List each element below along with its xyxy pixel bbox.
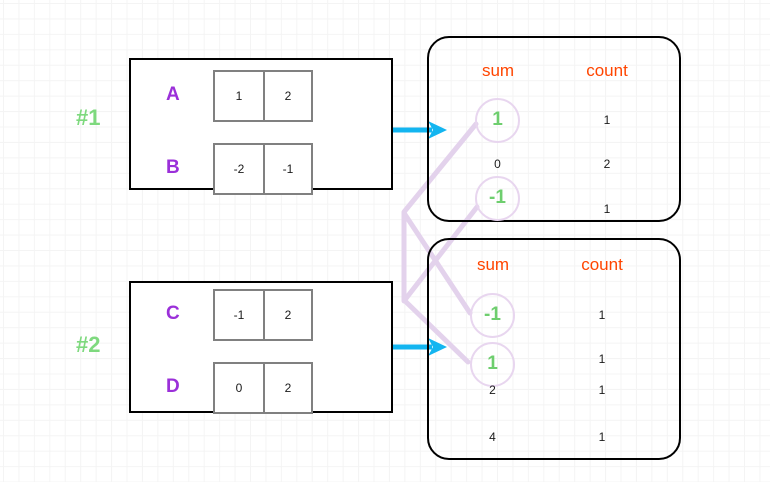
row-letter-a: A [166, 84, 180, 105]
cell-a-0: 1 [235, 89, 243, 103]
group-label-2: #2 [76, 332, 101, 357]
aggregate-box-top [427, 36, 681, 222]
agg-bottom-count-1: 1 [598, 352, 606, 366]
agg-top-sum-2: -1 [489, 187, 506, 208]
cell-a-1: 2 [263, 72, 311, 120]
cell-b-0: -2 [233, 162, 245, 176]
agg-top-sum-0: 1 [492, 109, 503, 130]
row-letter-d: D [166, 376, 180, 397]
row-cells-c: -1 2 [213, 289, 313, 341]
agg-bottom-count-2: 1 [598, 383, 606, 397]
agg-top-count-1: 2 [603, 157, 611, 171]
agg-top-count-2: 1 [603, 202, 611, 216]
agg-top-header-sum: sum [481, 61, 515, 80]
agg-bottom-header-sum: sum [476, 255, 510, 274]
cell-d-0: 0 [235, 381, 243, 395]
row-letter-b: B [166, 157, 180, 178]
agg-top-sum-ring-0 [475, 98, 520, 143]
agg-bottom-sum-2: 2 [489, 383, 496, 397]
cell-c-1: 2 [263, 291, 311, 339]
agg-top-header-count: count [586, 61, 628, 80]
row-cells-d: 0 2 [213, 362, 313, 414]
agg-bottom-sum-ring-0 [470, 293, 515, 338]
agg-top-sum-1: 0 [494, 157, 501, 171]
cell-d-1: 2 [263, 364, 311, 412]
agg-top-count-0: 1 [603, 113, 611, 127]
row-letter-c: C [166, 303, 180, 324]
group-label-1: #1 [76, 105, 101, 130]
agg-bottom-sum-3: 4 [489, 430, 496, 444]
agg-bottom-count-3: 1 [598, 430, 606, 444]
agg-bottom-sum-ring-1 [470, 342, 515, 387]
aggregate-box-bottom [427, 238, 681, 460]
agg-bottom-sum-1: 1 [487, 353, 498, 374]
agg-bottom-count-0: 1 [598, 308, 606, 322]
cell-c-0: -1 [233, 308, 245, 322]
agg-bottom-sum-0: -1 [484, 304, 501, 325]
cell-b-1: -1 [263, 145, 311, 193]
agg-bottom-header-count: count [581, 255, 623, 274]
row-cells-b: -2 -1 [213, 143, 313, 195]
agg-top-sum-ring-2 [475, 176, 520, 221]
row-cells-a: 1 2 [213, 70, 313, 122]
